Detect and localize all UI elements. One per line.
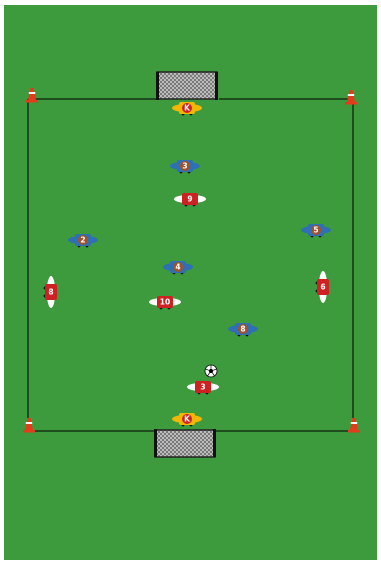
player-number: 9 <box>187 195 192 204</box>
player-blue-4: 4 <box>163 261 193 274</box>
player-red-9: 9 <box>174 193 206 206</box>
player-number: 6 <box>320 283 325 292</box>
player-number: 5 <box>313 226 318 235</box>
player-number: 4 <box>175 263 180 272</box>
player-number: 3 <box>182 162 187 171</box>
player-number: 2 <box>80 236 85 245</box>
player-blue-5: 5 <box>301 224 331 237</box>
player-blue-2: 2 <box>68 234 98 247</box>
player-gk-bottom: K <box>172 413 202 426</box>
player-blue-3: 3 <box>170 160 200 173</box>
soccer-ball-icon <box>205 365 217 377</box>
player-number: 8 <box>48 288 53 297</box>
player-gk-top: K <box>172 102 202 115</box>
cone-icon <box>345 90 357 105</box>
player-red-6: 6 <box>316 271 329 303</box>
player-number: 8 <box>240 325 245 334</box>
player-blue-8: 8 <box>228 323 258 336</box>
player-number: 10 <box>160 298 170 307</box>
player-red-10: 10 <box>149 296 181 309</box>
player-number: 3 <box>200 383 205 392</box>
player-red-3: 3 <box>187 381 219 394</box>
goal-icon <box>154 429 216 457</box>
cone-icon <box>23 418 35 433</box>
goal-icon <box>156 72 218 100</box>
cone-icon <box>26 88 38 103</box>
player-red-8: 8 <box>44 276 57 308</box>
cone-icon <box>348 418 360 433</box>
